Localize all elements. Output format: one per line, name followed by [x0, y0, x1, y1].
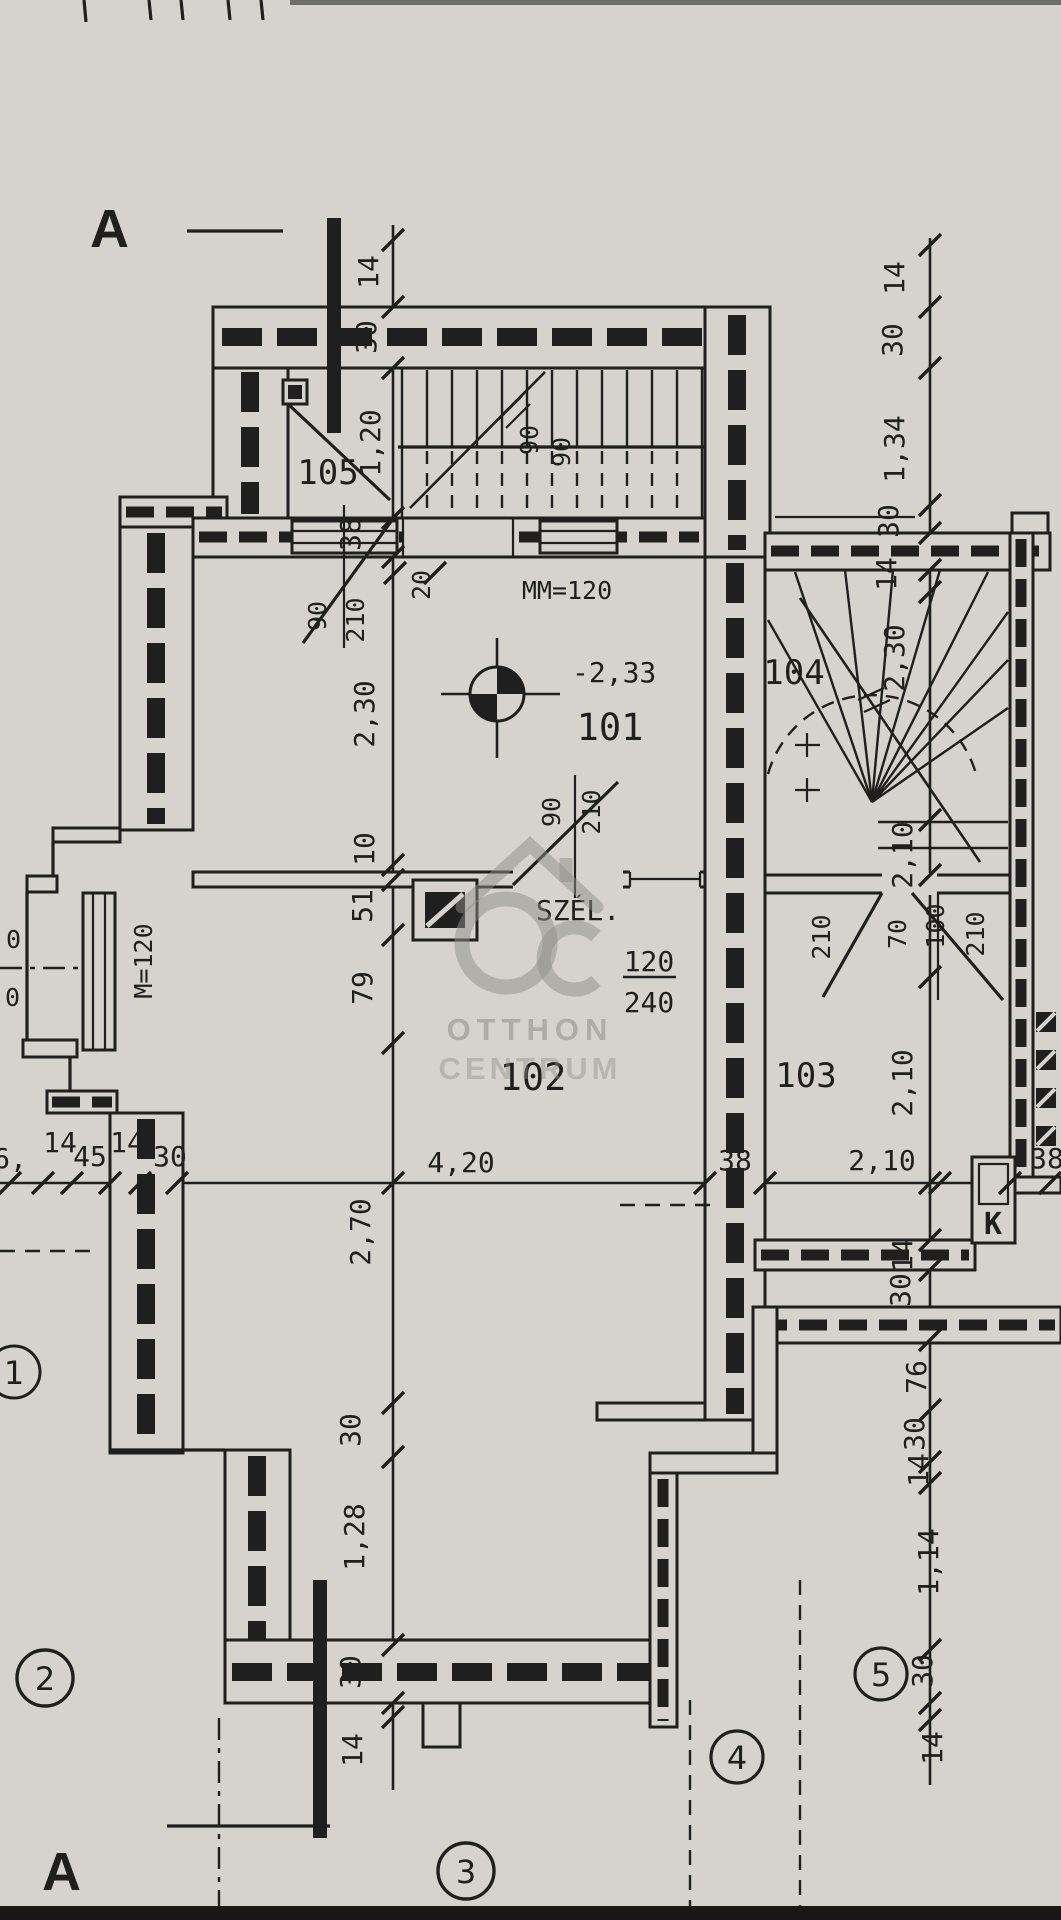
dim-label: 30 — [334, 1655, 367, 1689]
dim-label: 79 — [346, 971, 379, 1005]
door-dim: 210 — [341, 597, 370, 642]
chimney-box: K — [970, 1155, 1017, 1245]
dim-label: 14 — [110, 1126, 144, 1159]
edge-label-b: 0 — [5, 983, 20, 1012]
door-dim: 90 — [303, 601, 332, 631]
dim-label: 30 — [350, 320, 383, 354]
dim-label: 30 — [334, 1413, 367, 1447]
chimney-label: K — [984, 1207, 1002, 1242]
dim-label: 14 — [886, 1238, 919, 1272]
dim-label: 30 — [884, 1273, 917, 1307]
room-label-103: 103 — [775, 1056, 836, 1096]
dim-label: 14 — [878, 261, 911, 295]
dim-label: 14 — [336, 1733, 369, 1767]
dim-label: 38 — [1030, 1142, 1061, 1175]
door-dim: 90 — [537, 797, 566, 827]
door-dim: 210 — [961, 911, 990, 956]
stair-dim: 90 — [547, 437, 576, 467]
hatch-squares — [1035, 1011, 1057, 1147]
dim-label: 14 — [870, 557, 903, 591]
edge-label-a: 0 — [6, 925, 21, 954]
door-dim: 100 — [921, 903, 950, 948]
level-value: -2,33 — [572, 656, 656, 689]
door-dim: 70 — [883, 919, 912, 949]
dim-label: 30 — [876, 323, 909, 357]
plot-mark-1: 1 — [0, 1344, 42, 1400]
plot-mark-3: 3 — [436, 1841, 496, 1901]
dim-label: 1,14 — [912, 1528, 945, 1595]
dim-labels-bottom: 6, 14 45 14 30 4,20 38 2,10 38 — [0, 1126, 1061, 1179]
dim-label: 38 — [334, 517, 367, 551]
watermark-line2: CENTRUM — [439, 1051, 622, 1086]
dim-label: 14 — [916, 1731, 949, 1765]
door-105 — [285, 401, 394, 648]
dim-label: 6, — [0, 1142, 27, 1175]
doors-103 — [821, 891, 1005, 1002]
staircase-top — [398, 368, 705, 518]
plot-mark-4: 4 — [709, 1729, 765, 1785]
room-label-102: 102 — [500, 1056, 567, 1099]
watermark-line1: OTTHON — [447, 1012, 614, 1047]
dim-label: 30 — [872, 504, 905, 538]
window-head-label: MM=120 — [522, 576, 612, 605]
plot-mark-label: 3 — [456, 1853, 476, 1891]
dim-label: 2,30 — [878, 624, 911, 691]
property-lines — [0, 966, 802, 1920]
door-dimension-labels: 90 210 90 210 20 210 70 100 210 90 90 — [303, 425, 990, 960]
dim-label: 38 — [718, 1144, 752, 1177]
dim-label: 1,28 — [338, 1503, 371, 1570]
dim-label: 1,34 — [878, 415, 911, 482]
door-dim: 210 — [577, 789, 606, 834]
staircase-winder — [766, 569, 1009, 863]
room-label-105: 105 — [297, 453, 358, 493]
szel-annotation: SZÉL. 120 240 — [536, 893, 676, 1019]
room-label-101: 101 — [577, 706, 644, 749]
dim-label: 30 — [898, 1417, 931, 1451]
dim-label: 2,30 — [348, 680, 381, 747]
dim-label: 2,10 — [848, 1144, 915, 1177]
plot-mark-label: 2 — [35, 1660, 55, 1698]
door-dim: 210 — [807, 914, 836, 959]
dim-label: 1,20 — [354, 409, 387, 476]
szel-num: 120 — [624, 945, 675, 978]
dim-label: 2,10 — [886, 821, 919, 888]
dim-label: 2,70 — [344, 1198, 377, 1265]
dim-label: 10 — [348, 832, 381, 866]
plot-mark-label: 1 — [4, 1354, 24, 1392]
dim-label: 4,20 — [427, 1146, 494, 1179]
section-line — [167, 218, 341, 1838]
plot-mark-2: 2 — [15, 1648, 75, 1708]
section-mark-bottom: A — [42, 1842, 81, 1902]
dim-labels-right: 14 30 1,34 30 14 2,30 2,10 2,10 14 30 76… — [870, 261, 949, 1765]
dim-labels-left: 14 30 1,20 38 2,30 10 51 79 2,70 30 1,28… — [334, 255, 387, 1767]
plot-mark-5: 5 — [853, 1646, 909, 1702]
dim-label: 14 — [352, 255, 385, 289]
walls — [21, 305, 1061, 1749]
door-dim: 20 — [407, 570, 436, 600]
section-mark-top: A — [90, 199, 129, 259]
level-marker — [441, 638, 560, 758]
dim-label: 30 — [906, 1654, 939, 1688]
room-label-104: 104 — [763, 653, 824, 693]
dim-label: 30 — [153, 1140, 187, 1173]
window-sill-label: M=120 — [129, 923, 158, 998]
dim-label: 45 — [73, 1140, 107, 1173]
dim-ticks — [0, 227, 1061, 1733]
stair-dim: 90 — [515, 425, 544, 455]
szel-den: 240 — [624, 986, 675, 1019]
dim-label: 76 — [900, 1360, 933, 1394]
door-101-102 — [511, 775, 620, 898]
plot-mark-label: 4 — [727, 1739, 747, 1777]
dim-label: 2,10 — [886, 1049, 919, 1116]
dim-label: 14 — [43, 1126, 77, 1159]
dim-label: 51 — [346, 889, 379, 923]
openings — [81, 518, 937, 1052]
dim-label: 14 — [902, 1453, 935, 1487]
watermark-logo — [454, 836, 604, 997]
plot-mark-label: 5 — [871, 1656, 891, 1694]
shaft-symbol-105 — [281, 378, 309, 406]
